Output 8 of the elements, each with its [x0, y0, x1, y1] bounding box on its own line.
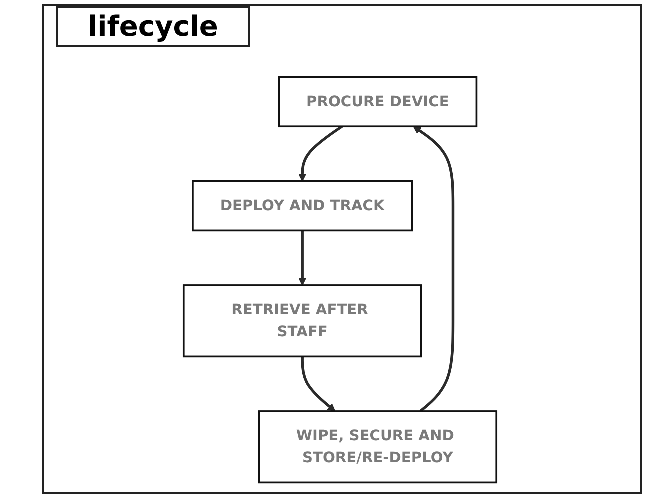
- node-box: PROCURE DEVICE: [278, 76, 478, 128]
- arrow: [298, 125, 343, 182]
- node-box: WIPE, SECURE AND STORE/RE-DEPLOY: [258, 410, 498, 484]
- node-box: RETRIEVE AFTER STAFF: [182, 284, 422, 358]
- title: lifecycle: [56, 6, 250, 47]
- arrow: [412, 126, 454, 413]
- arrow: [298, 230, 306, 286]
- arrow: [300, 356, 336, 412]
